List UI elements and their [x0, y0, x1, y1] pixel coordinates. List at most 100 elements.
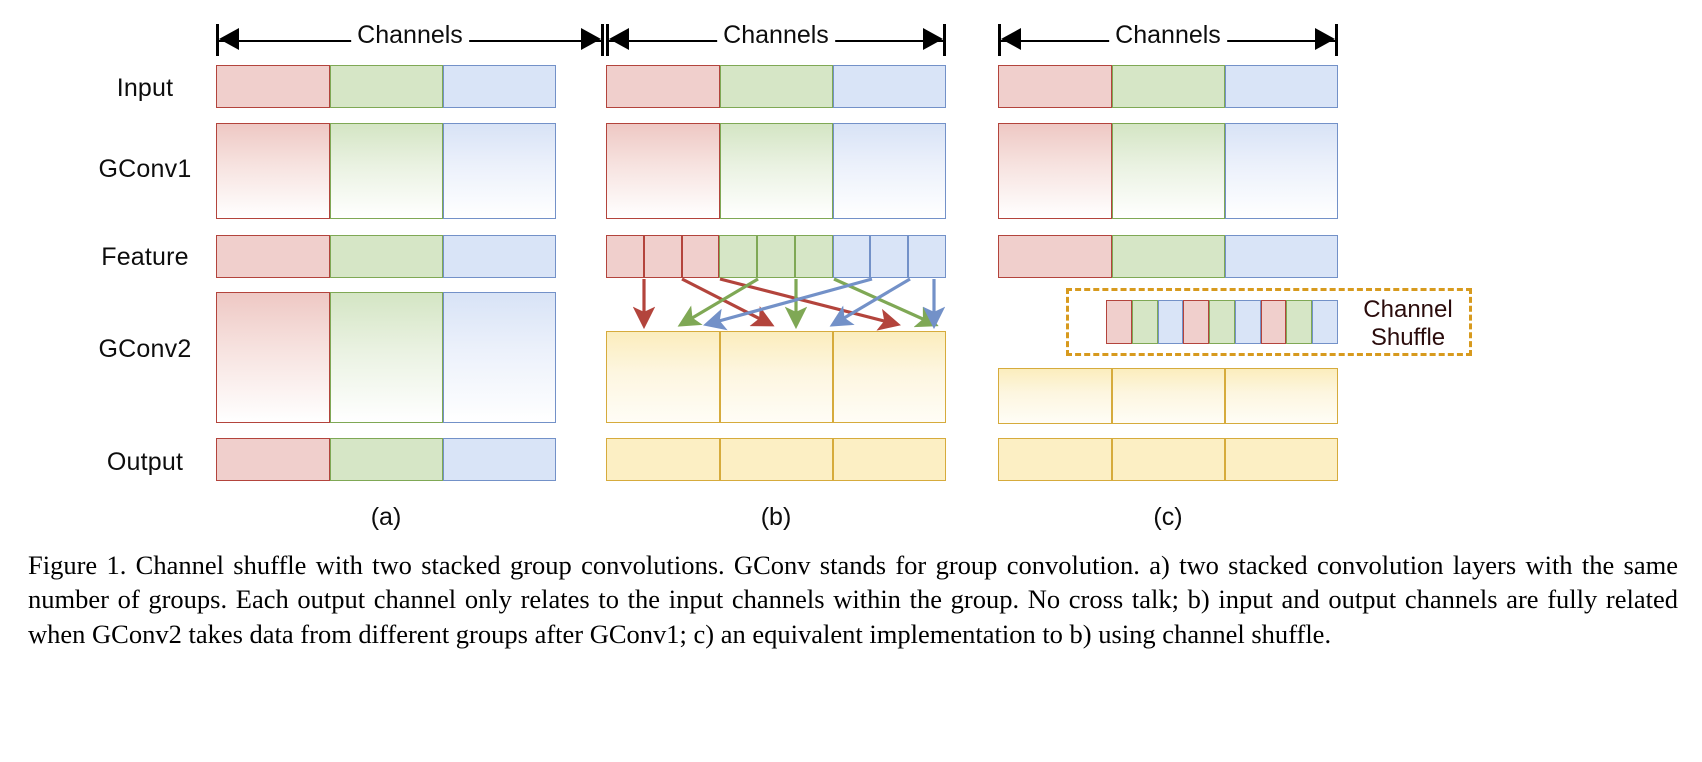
row-label-feature: Feature: [101, 243, 189, 271]
panel-b-row-output: [606, 438, 946, 481]
axis-end-cap-left: [606, 24, 609, 56]
row-label-output: Output: [106, 448, 184, 476]
segment-group-2-green: [329, 292, 443, 423]
shuffle-cell-7: [1260, 300, 1287, 344]
panel-caption-c: (c): [1153, 503, 1183, 531]
segment-group-1-red: [216, 65, 330, 108]
channels-axis-panel-b: Channels: [606, 21, 946, 58]
channels-label: Channels: [1109, 21, 1227, 50]
figure-caption: Figure 1. Channel shuffle with two stack…: [28, 550, 1678, 649]
segment-group-2-green: [1111, 235, 1225, 278]
segment-group-3-blue: [442, 438, 556, 481]
panel-c-row-input: [998, 65, 1338, 108]
segment-group-1-red: [216, 123, 330, 219]
segment-group-2-green: [329, 438, 443, 481]
segment-group-1-red: [216, 235, 330, 278]
panel-b-row-feature: [606, 235, 947, 278]
segment-group-2-green: [329, 235, 443, 278]
segment-group-2-green: [329, 65, 443, 108]
channel-shuffle-label-line1: Channel: [1363, 296, 1453, 323]
arrow-left-icon: [1001, 28, 1021, 50]
panel-b-row-input: [606, 65, 946, 108]
shuffle-cell-1: [1106, 300, 1132, 344]
arrow-right-icon: [923, 28, 943, 50]
segment-group-3-blue: [442, 123, 556, 219]
panel-caption-a: (a): [370, 503, 402, 531]
segment-group-3-yellow: [1224, 438, 1338, 481]
arrow-left-icon: [219, 28, 239, 50]
panel-a-row-input: [216, 65, 556, 108]
arrow-left-icon: [609, 28, 629, 50]
feature-cell-1: [606, 235, 644, 278]
panel-a-row-gconv2: [216, 292, 556, 423]
panel-c-row-gconv2: [998, 368, 1338, 424]
shuffle-cell-3: [1157, 300, 1184, 344]
segment-group-2-green: [719, 123, 833, 219]
segment-group-3-yellow: [832, 438, 946, 481]
axis-end-cap-right: [943, 24, 946, 56]
channels-label: Channels: [351, 21, 469, 50]
segment-group-2-green: [719, 65, 833, 108]
row-label-input: Input: [116, 74, 174, 102]
segment-group-3-blue: [1224, 65, 1338, 108]
panel-caption-b: (b): [760, 503, 792, 531]
segment-group-1-red: [216, 438, 330, 481]
segment-group-2-yellow: [719, 438, 833, 481]
segment-group-3-blue: [442, 65, 556, 108]
segment-group-3-blue: [1224, 123, 1338, 219]
figure-canvas: Input GConv1 Feature GConv2 Output Chann…: [98, 21, 1472, 531]
panel-a-row-gconv1: [216, 123, 556, 219]
segment-group-3-blue: [832, 123, 946, 219]
shuffle-cell-5: [1209, 300, 1235, 344]
channels-label: Channels: [717, 21, 835, 50]
segment-group-2-yellow: [1111, 368, 1225, 424]
channel-shuffle-label: Channel Shuffle: [1352, 296, 1464, 353]
segment-group-2-green: [1111, 123, 1225, 219]
shuffle-cell-2: [1131, 300, 1158, 344]
panel-a-row-output: [216, 438, 556, 481]
feature-cell-7: [832, 235, 871, 278]
shuffle-cell-8: [1286, 300, 1313, 344]
shuffle-cell-6: [1234, 300, 1261, 344]
feature-cell-5: [757, 235, 795, 278]
axis-end-cap-right: [601, 24, 604, 56]
channels-axis-panel-c: Channels: [998, 21, 1338, 58]
feature-cell-6: [794, 235, 833, 278]
segment-group-1-red: [998, 123, 1112, 219]
segment-group-1-red: [606, 123, 720, 219]
segment-group-2-green: [1111, 65, 1225, 108]
shuffle-cell-9: [1312, 300, 1339, 344]
channel-shuffle-label-line2: Shuffle: [1370, 324, 1446, 352]
segment-group-1-red: [998, 235, 1112, 278]
segment-group-1-red: [216, 292, 330, 423]
segment-group-1-yellow: [998, 368, 1112, 424]
channels-axis-panel-a: Channels: [216, 21, 604, 58]
segment-group-1-yellow: [606, 438, 720, 481]
segment-group-2-yellow: [1111, 438, 1225, 481]
arrow-right-icon: [1315, 28, 1335, 50]
segment-group-1-red: [606, 65, 720, 108]
segment-group-3-blue: [1224, 235, 1338, 278]
panel-c-row-channel-shuffle: [1106, 300, 1339, 344]
panel-c-row-output: [998, 438, 1338, 481]
row-label-gconv2: GConv2: [98, 335, 192, 363]
axis-end-cap-left: [216, 24, 219, 56]
segment-group-2-yellow: [719, 331, 833, 423]
shuffle-cell-4: [1183, 300, 1210, 344]
axis-end-cap-left: [998, 24, 1001, 56]
panel-c-row-gconv1: [998, 123, 1338, 219]
feature-cell-8: [870, 235, 909, 278]
panel-b-row-gconv1: [606, 123, 946, 219]
feature-cell-9: [908, 235, 947, 278]
feature-cell-2: [643, 235, 682, 278]
arrow-right-icon: [581, 28, 601, 50]
panel-b-row-gconv2: [606, 331, 946, 423]
segment-group-3-blue: [442, 235, 556, 278]
segment-group-3-yellow: [832, 331, 946, 423]
segment-group-3-blue: [442, 292, 556, 423]
segment-group-1-red: [998, 65, 1112, 108]
channel-shuffle-box: [1066, 288, 1472, 356]
axis-end-cap-right: [1335, 24, 1338, 56]
segment-group-3-blue: [832, 65, 946, 108]
feature-cell-3: [681, 235, 720, 278]
